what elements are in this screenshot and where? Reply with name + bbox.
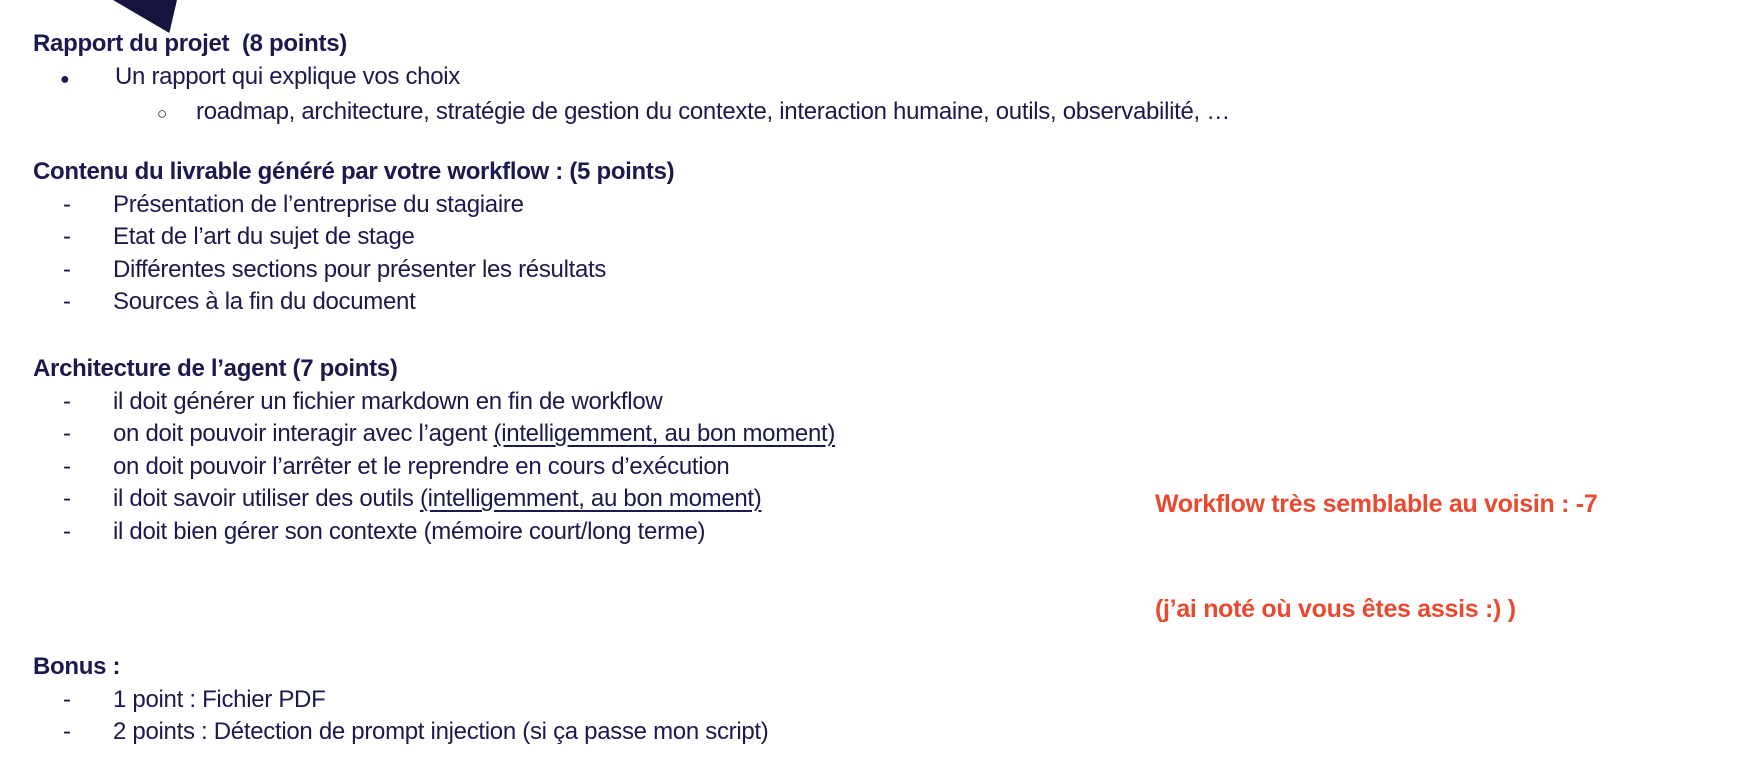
section-contenu-du-livrable: Contenu du livrable généré par votre wor…: [33, 156, 1353, 319]
list-item: - Différentes sections pour présenter les…: [33, 254, 1353, 287]
list-item: - 1 point : Fichier PDF: [33, 684, 1353, 717]
list-item-text: Différentes sections pour présenter les …: [113, 255, 607, 283]
bullet-open-icon: ○: [157, 104, 167, 123]
list-item-text: 1 point : Fichier PDF: [113, 685, 326, 713]
list-item-text: 2 points : Détection de prompt injection…: [113, 718, 769, 745]
dash-icon: -: [63, 485, 71, 512]
list-item: - 2 points : Détection de prompt injectio…: [33, 716, 1353, 749]
list-item-text: roadmap, architecture, stratégie de gest…: [196, 98, 1230, 125]
grader-comment: Workflow très semblable au voisin : -7 (…: [1155, 417, 1598, 662]
list-item: - il doit générer un fichier markdown en …: [33, 386, 1353, 419]
grader-comment-line1: Workflow très semblable au voisin : -7: [1155, 490, 1598, 518]
list-item-text: Sources à la fin du document: [113, 288, 416, 315]
dash-icon: -: [63, 420, 71, 447]
list-item: ○ roadmap, architecture, stratégie de ges…: [33, 96, 1353, 131]
list-item: - il doit bien gérer son contexte (mémoir…: [33, 516, 1353, 549]
list-item: - il doit savoir utiliser des outils (int…: [33, 483, 1353, 516]
dash-icon: -: [63, 223, 71, 250]
dash-icon: -: [63, 718, 71, 745]
list-item: ● Un rapport qui explique vos choix: [33, 61, 1353, 97]
list-item-text: on doit pouvoir l’arrêter et le reprendr…: [113, 452, 730, 480]
list-item: - on doit pouvoir l’arrêter et le reprend…: [33, 451, 1353, 484]
grader-comment-line2: (j’ai noté où vous êtes assis :) ): [1155, 595, 1516, 623]
list-item-text: Etat de l’art du sujet de stage: [113, 223, 415, 250]
list-item: - Présentation de l’entreprise du stagiai…: [33, 189, 1353, 222]
dash-icon: -: [63, 255, 71, 283]
dash-icon: -: [63, 190, 71, 218]
dash-icon: -: [63, 288, 71, 315]
section-heading: Bonus :: [33, 653, 121, 680]
list-item: - on doit pouvoir interagir avec l’agent …: [33, 418, 1353, 451]
list-item-text: Un rapport qui explique vos choix: [115, 62, 460, 90]
list-item-text: il doit générer un fichier markdown en f…: [113, 387, 663, 415]
section-rapport-du-projet: Rapport du projet (8 points) ● Un rapport…: [33, 28, 1353, 131]
list-item-text: il doit savoir utiliser des outils (inte…: [113, 485, 762, 512]
list-item-text: on doit pouvoir interagir avec l’agent (…: [113, 420, 836, 447]
list-item-text: il doit bien gérer son contexte (mémoire…: [113, 517, 706, 545]
section-heading: Architecture de l’agent (7 points): [33, 355, 398, 382]
underlined-text: (intelligemment, au bon moment): [419, 485, 762, 512]
dash-icon: -: [63, 387, 71, 415]
dash-icon: -: [63, 452, 71, 480]
bullet-filled-icon: ●: [60, 70, 70, 88]
dash-icon: -: [63, 685, 71, 713]
section-heading: Contenu du livrable généré par votre wor…: [33, 158, 675, 185]
section-architecture-agent: Architecture de l’agent (7 points) - il d…: [33, 353, 1353, 548]
list-item: - Etat de l’art du sujet de stage: [33, 221, 1353, 254]
section-bonus: Bonus : - 1 point : Fichier PDF - 2 points…: [33, 651, 1353, 749]
list-item: - Sources à la fin du document: [33, 286, 1353, 319]
section-heading: Rapport du projet (8 points): [33, 30, 347, 57]
dash-icon: -: [63, 517, 71, 545]
underlined-text: (intelligemment, au bon moment): [493, 420, 836, 447]
list-item-text: Présentation de l’entreprise du stagiair…: [113, 190, 524, 218]
